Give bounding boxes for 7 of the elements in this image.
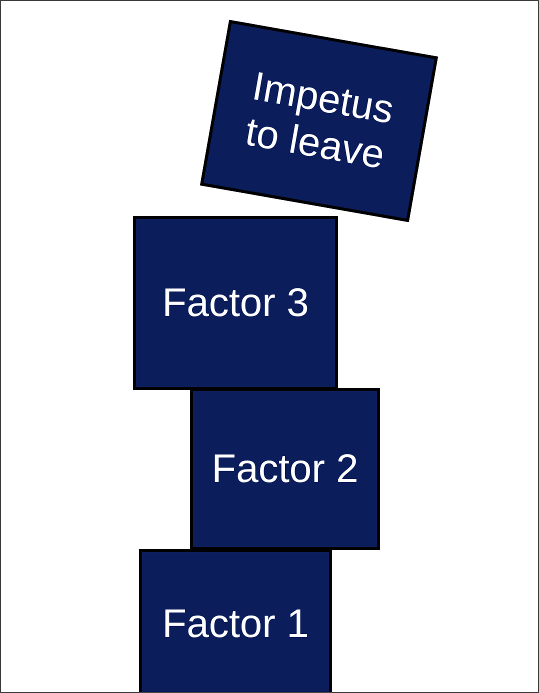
block-label: Factor 3 (161, 280, 310, 326)
stacked-block (190, 388, 380, 550)
block-label: Factor 2 (210, 446, 360, 492)
stacked-block (139, 549, 332, 692)
block-label: Factor 1 (161, 601, 310, 647)
stacked-block (133, 216, 338, 390)
block-label: Impetus to leave (241, 63, 398, 180)
